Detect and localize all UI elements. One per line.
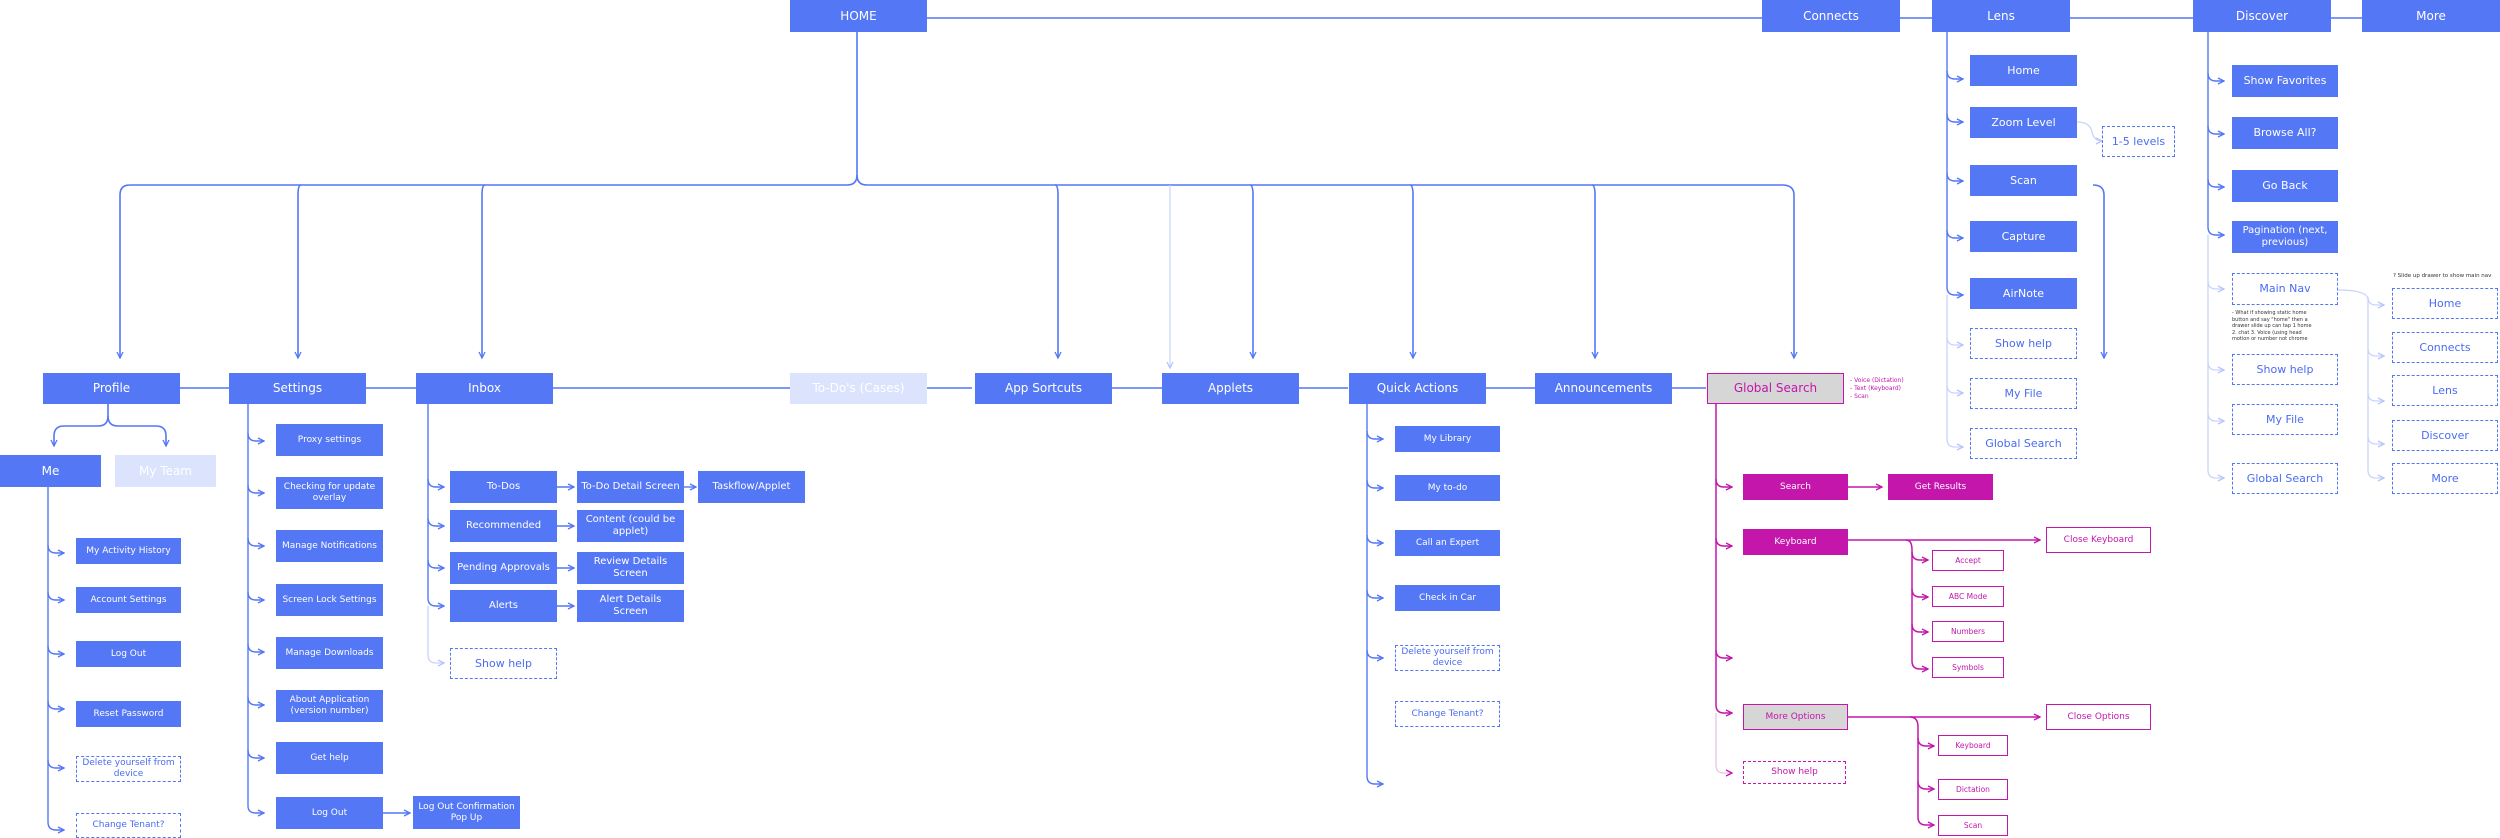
lens-global-search-node[interactable]: Global Search	[1970, 428, 2077, 459]
pending-approvals-node[interactable]: Pending Approvals	[450, 552, 557, 584]
gs-get-results-node[interactable]: Get Results	[1888, 474, 1993, 500]
settings-log-out-node[interactable]: Log Out	[276, 797, 383, 829]
about-application-node[interactable]: About Application (version number)	[276, 690, 383, 722]
call-expert-node[interactable]: Call an Expert	[1395, 530, 1500, 556]
lens-node[interactable]: Lens	[1932, 0, 2070, 32]
todo-detail-node[interactable]: To-Do Detail Screen	[577, 471, 684, 503]
close-options-node[interactable]: Close Options	[2046, 704, 2151, 730]
discover-node[interactable]: Discover	[2193, 0, 2331, 32]
numbers-node[interactable]: Numbers	[1932, 621, 2004, 642]
account-settings-node[interactable]: Account Settings	[76, 587, 181, 613]
mo-scan-node[interactable]: Scan	[1938, 815, 2008, 836]
main-nav-note: - What if showing static home button and…	[2232, 310, 2312, 342]
home-fanout	[120, 32, 2104, 358]
inbox-show-help-node[interactable]: Show help	[450, 648, 557, 679]
todos-cases-node[interactable]: To-Do's (Cases)	[790, 373, 927, 404]
profile-delete-device-node[interactable]: Delete yourself from device	[76, 756, 181, 782]
mo-dictation-node[interactable]: Dictation	[1938, 779, 2008, 800]
gs-show-help-node[interactable]: Show help	[1743, 761, 1846, 784]
my-team-node[interactable]: My Team	[115, 455, 216, 487]
close-keyboard-node[interactable]: Close Keyboard	[2046, 527, 2151, 553]
my-library-node[interactable]: My Library	[1395, 426, 1500, 452]
discover-main-nav-node[interactable]: Main Nav	[2232, 273, 2338, 305]
discover-show-favorites-node[interactable]: Show Favorites	[2232, 65, 2338, 97]
todos-node[interactable]: To-Dos	[450, 471, 557, 503]
main-nav-lens-node[interactable]: Lens	[2392, 375, 2498, 406]
main-nav-home-node[interactable]: Home	[2392, 288, 2498, 319]
more-options-node[interactable]: More Options	[1743, 704, 1848, 730]
more-node[interactable]: More	[2362, 0, 2500, 32]
reset-password-node[interactable]: Reset Password	[76, 701, 181, 727]
settings-node[interactable]: Settings	[229, 373, 366, 404]
lens-home-node[interactable]: Home	[1970, 55, 2077, 86]
taskflow-applet-node[interactable]: Taskflow/Applet	[698, 471, 805, 503]
me-node[interactable]: Me	[0, 455, 101, 487]
discover-show-help-node[interactable]: Show help	[2232, 354, 2338, 385]
lens-zoom-level-node[interactable]: Zoom Level	[1970, 107, 2077, 138]
gs-search-node[interactable]: Search	[1743, 474, 1848, 500]
discover-go-back-node[interactable]: Go Back	[2232, 170, 2338, 202]
screen-lock-settings-node[interactable]: Screen Lock Settings	[276, 584, 383, 616]
lens-zoom-levels-node[interactable]: 1-5 levels	[2102, 126, 2175, 157]
abc-mode-node[interactable]: ABC Mode	[1932, 586, 2004, 607]
inbox-node[interactable]: Inbox	[416, 373, 553, 404]
discover-browse-all-node[interactable]: Browse All?	[2232, 117, 2338, 149]
applets-node[interactable]: Applets	[1162, 373, 1299, 404]
gs-keyboard-node[interactable]: Keyboard	[1743, 529, 1848, 555]
lens-airnote-node[interactable]: AirNote	[1970, 278, 2077, 309]
alerts-node[interactable]: Alerts	[450, 590, 557, 622]
home-node[interactable]: HOME	[790, 0, 927, 32]
profile-node[interactable]: Profile	[43, 373, 180, 404]
content-applet-node[interactable]: Content (could be applet)	[577, 510, 684, 542]
main-nav-discover-node[interactable]: Discover	[2392, 420, 2498, 451]
my-todo-node[interactable]: My to-do	[1395, 475, 1500, 501]
discover-pagination-node[interactable]: Pagination (next, previous)	[2232, 221, 2338, 253]
lens-show-help-node[interactable]: Show help	[1970, 328, 2077, 359]
my-activity-history-node[interactable]: My Activity History	[76, 538, 181, 564]
review-details-node[interactable]: Review Details Screen	[577, 552, 684, 584]
discover-global-search-node[interactable]: Global Search	[2232, 463, 2338, 494]
announcements-node[interactable]: Announcements	[1535, 373, 1672, 404]
discover-my-file-node[interactable]: My File	[2232, 404, 2338, 435]
profile-change-tenant-node[interactable]: Change Tenant?	[76, 813, 181, 838]
global-search-node[interactable]: Global Search	[1707, 373, 1844, 404]
quick-actions-node[interactable]: Quick Actions	[1349, 373, 1486, 404]
lens-scan-node[interactable]: Scan	[1970, 165, 2077, 196]
main-nav-connects-node[interactable]: Connects	[2392, 332, 2498, 363]
profile-log-out-node[interactable]: Log Out	[76, 641, 181, 667]
alert-details-node[interactable]: Alert Details Screen	[577, 590, 684, 622]
lens-my-file-node[interactable]: My File	[1970, 378, 2077, 409]
slide-up-drawer-note: ? Slide up drawer to show main nav	[2393, 273, 2492, 279]
recommended-node[interactable]: Recommended	[450, 510, 557, 542]
app-shortcuts-node[interactable]: App Sortcuts	[975, 373, 1112, 404]
check-in-car-node[interactable]: Check in Car	[1395, 585, 1500, 611]
global-search-modes-note: - Voice (Dictation) - Text (Keyboard) - …	[1850, 377, 1904, 400]
accept-node[interactable]: Accept	[1932, 550, 2004, 571]
manage-downloads-node[interactable]: Manage Downloads	[276, 637, 383, 669]
get-help-node[interactable]: Get help	[276, 742, 383, 774]
quick-change-tenant-node[interactable]: Change Tenant?	[1395, 701, 1500, 727]
main-nav-more-node[interactable]: More	[2392, 463, 2498, 494]
quick-delete-device-node[interactable]: Delete yourself from device	[1395, 645, 1500, 671]
logout-confirmation-node[interactable]: Log Out Confirmation Pop Up	[413, 796, 520, 829]
mo-keyboard-node[interactable]: Keyboard	[1938, 735, 2008, 756]
checking-update-node[interactable]: Checking for update overlay	[276, 477, 383, 509]
connects-node[interactable]: Connects	[1762, 0, 1900, 32]
proxy-settings-node[interactable]: Proxy settings	[276, 424, 383, 456]
lens-capture-node[interactable]: Capture	[1970, 221, 2077, 252]
manage-notifications-node[interactable]: Manage Notifications	[276, 530, 383, 562]
symbols-node[interactable]: Symbols	[1932, 657, 2004, 678]
